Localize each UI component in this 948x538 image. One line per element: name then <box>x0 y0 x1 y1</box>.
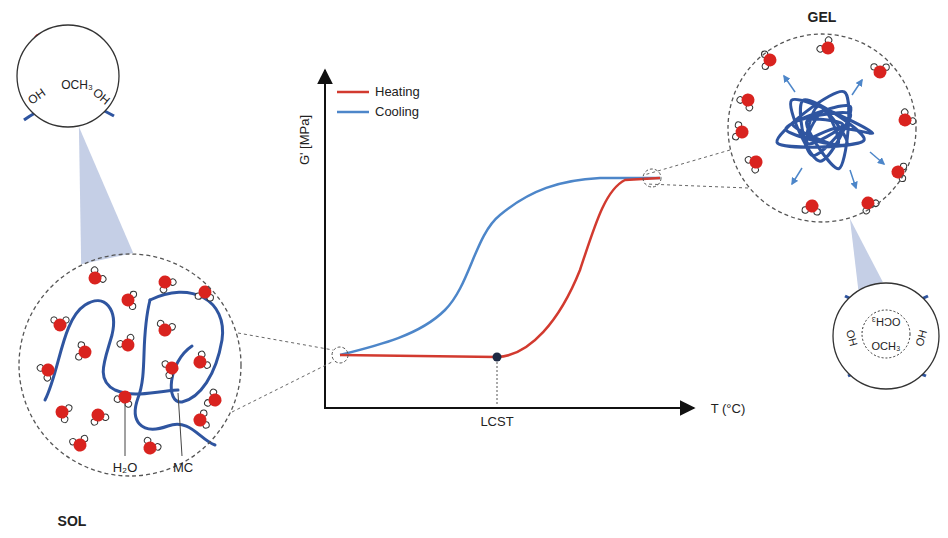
lcst-label: LCST <box>480 415 513 429</box>
water-molecule <box>161 357 181 379</box>
inset-circle: OHOCH₃OCH₃OH <box>832 282 940 390</box>
circle-outline <box>727 33 917 223</box>
water-molecule <box>87 405 110 426</box>
water-molecule <box>802 198 822 215</box>
mc-chains <box>45 292 223 445</box>
water-molecule <box>190 350 211 373</box>
y-axis <box>324 70 326 409</box>
legend-text: Cooling <box>375 104 419 119</box>
water-molecule <box>84 266 107 289</box>
water-molecule <box>154 271 178 294</box>
state-heading: SOL <box>58 514 87 529</box>
axis-title: G' [MPa] <box>298 115 312 165</box>
label-leader <box>125 403 126 456</box>
water-molecule <box>732 121 750 142</box>
axis-title: T (°C) <box>711 402 746 416</box>
sol-circle: H₂OMCSOL <box>18 253 242 477</box>
water-molecule <box>894 108 917 132</box>
water-molecule <box>192 409 210 430</box>
group-label: OCH₃ <box>872 340 901 352</box>
group-label: OCH₃ <box>872 316 901 328</box>
water-molecule <box>113 387 136 408</box>
water-molecule <box>871 64 890 79</box>
circle-outline <box>18 253 242 477</box>
legend-entry: Heating <box>337 84 420 99</box>
heating-curve <box>340 178 660 357</box>
water-molecule <box>53 401 73 423</box>
x-axis <box>324 407 694 409</box>
water-molecule <box>75 341 93 362</box>
legend-swatch <box>337 85 369 99</box>
water-molecule <box>36 359 59 383</box>
zoom-leader <box>644 150 730 175</box>
water-molecule <box>51 317 69 332</box>
water-molecule <box>69 435 91 454</box>
group-label: MC <box>173 461 193 475</box>
zoom-leader <box>646 184 748 188</box>
legend-swatch <box>337 105 369 119</box>
zoom-leader <box>232 361 334 412</box>
water-molecule <box>857 192 881 215</box>
zoom-leader <box>238 333 333 350</box>
lcst-dot <box>493 353 502 362</box>
water-molecule <box>139 436 162 458</box>
water-molecule <box>203 388 225 411</box>
legend-text: Heating <box>375 84 420 99</box>
circle-outline <box>16 24 120 128</box>
water-molecule <box>761 50 777 69</box>
gel-circle: GEL <box>727 33 917 223</box>
label-leader <box>178 393 182 456</box>
expulsion-arrows <box>784 76 884 188</box>
legend-entry: Cooling <box>337 104 419 119</box>
zoom-wedge <box>79 127 133 264</box>
water-molecule <box>116 333 139 355</box>
water-molecule <box>154 320 176 339</box>
zoom-spot <box>332 347 348 363</box>
water-molecule <box>816 36 839 59</box>
water-molecule <box>744 151 766 174</box>
water-molecule <box>891 162 907 182</box>
state-heading: GEL <box>808 10 837 25</box>
inset-circle: OHOCH₃OH <box>16 24 120 128</box>
zoom-wedge <box>850 219 883 290</box>
water-molecule <box>195 284 215 301</box>
group-label: OCH₃ <box>61 79 93 92</box>
mc-tangle <box>777 91 873 168</box>
water-molecule <box>121 290 137 309</box>
group-label: H₂O <box>113 461 138 475</box>
water-molecule <box>736 89 760 112</box>
cooling-curve <box>340 178 660 355</box>
water-molecules <box>29 29 917 459</box>
lcst-guide <box>497 362 498 405</box>
